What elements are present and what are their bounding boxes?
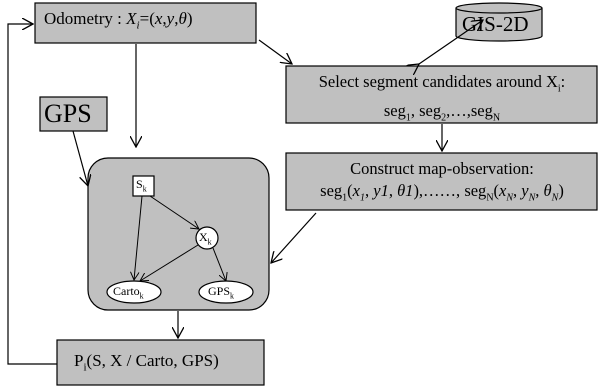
- seg-2: seg: [419, 101, 442, 121]
- posterior-label: Pi(S, X / Carto, GPS): [74, 351, 219, 373]
- select-line1: Select segment candidates around Xi:: [294, 71, 590, 100]
- x-node: [195, 226, 219, 250]
- cseg-comma-1: ,: [365, 181, 374, 200]
- select-line1-text: Select segment candidates around X: [318, 72, 558, 91]
- s-node-text: S: [136, 177, 143, 191]
- cseg-mid: ),……,: [413, 181, 465, 200]
- s-node-sub: k: [142, 184, 147, 194]
- edge-select-gis: [419, 20, 483, 64]
- cseg-t1: θ1: [397, 181, 414, 200]
- x-node-label: Xk: [199, 230, 212, 246]
- select-line1-sub: i: [557, 83, 561, 95]
- construct-box: [285, 152, 598, 211]
- gps-source-label: GPS: [44, 99, 92, 128]
- select-label: Select segment candidates around Xi: seg…: [294, 71, 590, 130]
- odometry-sub: i: [136, 19, 140, 32]
- gps-node-text: GPS: [208, 284, 231, 298]
- carto-node-text: Carto: [113, 284, 140, 298]
- odometry-text: Odometry :: [44, 9, 127, 28]
- edge-gps-bayes: [72, 130, 88, 186]
- select-line1-end: :: [560, 72, 566, 91]
- edge-feedback-loop: [7, 24, 57, 365]
- cseg-comma-3: ,: [513, 181, 522, 200]
- odometry-theta: θ: [178, 9, 187, 28]
- x-node-sub: k: [207, 237, 212, 247]
- seg-dots: ,…,: [446, 101, 471, 121]
- cseg-close: ): [558, 181, 564, 200]
- cseg-yn-sub: N: [528, 192, 536, 204]
- seg-1-sub: 1: [405, 112, 411, 124]
- gps-node-sub: k: [230, 291, 235, 301]
- construct-line2: seg1(x1, y1, θ1),……, segN(xN, yN, θN): [290, 180, 594, 209]
- posterior-p: P: [74, 351, 84, 370]
- cseg-tn: θ: [543, 181, 552, 200]
- seg-2-sub: 2: [441, 112, 447, 124]
- select-box: [285, 65, 598, 124]
- edge-s-carto: [134, 195, 143, 280]
- select-line2: seg1, seg2,…,segN: [383, 101, 501, 124]
- cseg-comma-4: ,: [535, 181, 544, 200]
- carto-node-label: Cartok: [113, 284, 144, 300]
- odometry-y: y: [166, 9, 175, 28]
- cseg-xn-sub: N: [506, 192, 514, 204]
- cseg-n-sub: N: [486, 192, 494, 204]
- construct-line1: Construct map-observation:: [350, 159, 534, 178]
- cseg-y1: y1: [373, 181, 389, 200]
- posterior-box: [56, 339, 265, 386]
- odometry-box: [34, 2, 257, 44]
- edge-odometry-select: [258, 39, 292, 64]
- odometry-x: x: [154, 9, 163, 28]
- cseg-open-2: (: [493, 181, 500, 200]
- cseg-open: (: [347, 181, 353, 200]
- odometry-eq: =(: [139, 9, 155, 28]
- edge-x-carto: [140, 244, 199, 281]
- cseg-comma-2: ,: [388, 181, 398, 200]
- cseg-yn: y: [521, 181, 529, 200]
- x-node-text: X: [199, 230, 208, 244]
- cseg-1: seg: [320, 181, 343, 200]
- gps-node-label: GPSk: [208, 284, 234, 300]
- odometry-label: Odometry : Xi=(x,y,θ): [44, 9, 193, 32]
- posterior-sub: i: [83, 361, 87, 374]
- s-node: [132, 175, 155, 197]
- cseg-n: seg: [464, 181, 487, 200]
- s-node-label: Sk: [136, 177, 147, 193]
- gis-label: GIS-2D: [462, 12, 529, 36]
- cseg-x1-sub: 1: [360, 192, 365, 204]
- cseg-tn-sub: N: [551, 192, 559, 204]
- edge-s-x: [149, 195, 199, 229]
- construct-label: Construct map-observation: seg1(x1, y1, …: [290, 158, 594, 209]
- edge-x-gps: [212, 247, 226, 281]
- cseg-x1: x: [352, 181, 360, 200]
- seg-n: seg: [470, 101, 493, 121]
- cseg-xn: x: [499, 181, 507, 200]
- seg-n-sub: N: [492, 112, 501, 124]
- odometry-var: X: [126, 9, 137, 28]
- cseg-1-sub: 1: [342, 192, 348, 204]
- seg-1: seg: [383, 101, 406, 121]
- carto-node-sub: k: [139, 291, 144, 301]
- edge-construct-bayes: [271, 212, 317, 263]
- posterior-text: (S, X / Carto, GPS): [86, 351, 219, 370]
- odometry-close: ): [186, 9, 193, 28]
- gps-source-box: [39, 96, 108, 132]
